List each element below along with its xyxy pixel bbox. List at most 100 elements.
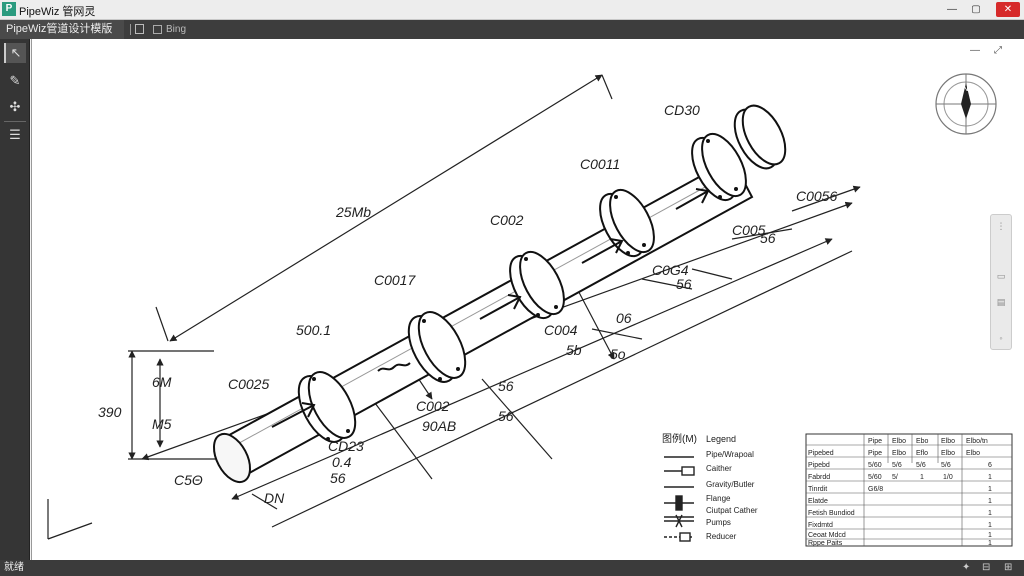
document-icon[interactable] [135,24,144,34]
label-c0017: C0017 [374,272,416,288]
status-text: 就绪 [4,562,24,573]
bom-cell: 5/6 [941,462,951,469]
legend-item-5: Ciutpat Cather [706,506,758,515]
maximize-button[interactable]: ▢ [971,4,981,15]
bom-cell: 5/6 [916,462,926,469]
bom-cell: Elbo [966,450,980,457]
bom-table: Pipe Elbo Ebo Elbo Elbo/tn Pipebed Pipe … [805,433,1013,547]
bom-cell: 1 [988,498,992,505]
title-bar: P PipeWiz 管网灵 — ▢ ✕ [0,0,1024,20]
flow-arrows [271,188,710,428]
bom-cell: 5/6 [892,462,902,469]
legend-item-2: Caither [706,464,732,473]
label-cd23: CD23 [328,438,364,454]
bom-cell: Rppe Paits [808,540,843,547]
bom-cell: Fabrdd [808,474,830,481]
bom-cell: 5/ [892,474,898,481]
bom-cell: 1/0 [943,474,953,481]
left-toolbar: ↖ ✎ ✣ ☰ [0,39,30,560]
legend-item-4: Flange [706,494,731,503]
isometric-pipe-drawing: 25Mb CD30 C0011 C002 C0017 500.1 C0025 C… [47,73,1013,547]
label-56-a: 56 [760,230,776,246]
overall-length-label: 25Mb [335,204,371,220]
window-title: PipeWiz 管网灵 [19,6,96,18]
legend-title: Legend [706,434,736,444]
bom-header-3: Ebo [916,438,929,445]
right-mini-panel: ⋮ ▭ ▤ ◦ [990,214,1012,350]
label-c5o: C5Θ [174,472,203,488]
bom-cell: Elbo [941,450,955,457]
legend-item-6: Pumps [706,518,731,527]
label-c004: C004 [544,322,578,338]
panel-page-icon[interactable]: ▭ [996,271,1006,281]
status-bar: 就绪 ✦ ⊟ ⊞ [0,560,1024,576]
label-c0011: C0011 [580,156,620,172]
label-c002-bottom: C002 [416,398,450,414]
flanges [297,104,787,443]
app-logo-icon: P [2,2,16,16]
bom-cell: Fixdmtd [808,522,833,529]
label-56-c: 56 [498,378,514,394]
bom-cell: 1 [988,510,992,517]
label-0-4: 0.4 [332,454,352,470]
bom-header-5: Elbo/tn [966,438,988,445]
label-c0056: C0056 [796,188,837,204]
canvas-expand-icon[interactable]: ⤢ [994,45,1002,56]
tab-divider [130,24,131,35]
bom-cell: Pipe [868,450,882,457]
bom-cell: 5/60 [868,474,882,481]
label-m5: M5 [152,416,172,432]
bom-cell: Tinrdit [808,486,827,493]
status-grid-icon[interactable]: ⊞ [1004,562,1013,573]
bom-cell: Elatde [808,498,828,505]
bom-cell: 1 [988,486,992,493]
drawing-canvas[interactable]: — ⤢ [31,39,1024,560]
tab-pipewiz-template[interactable]: PipeWiz管道设计模版 [0,20,124,39]
bom-cell: 1 [988,474,992,481]
fitting-tool-icon[interactable]: ✣ [9,99,21,114]
label-90ab: 90AB [422,418,456,434]
tab-bar: PipeWiz管道设计模版 Bing [0,20,1024,39]
panel-settings-icon[interactable]: ◦ [999,333,1003,343]
bom-cell: G6/8 [868,486,883,493]
legend-item-1: Pipe/Wrapoal [706,450,754,459]
label-5b: 5b [566,342,582,358]
label-c0g4: C0G4 [652,262,689,278]
label-c002-top: C002 [490,212,524,228]
bom-cell: Elbo [892,450,906,457]
layers-tool-icon[interactable]: ☰ [9,127,21,142]
panel-layer-icon[interactable]: ▤ [996,297,1006,307]
compass-rose[interactable]: N [935,73,997,135]
bom-cell: 1 [988,532,992,539]
status-settings-icon[interactable]: ✦ [962,562,971,573]
label-06: 06 [616,310,632,326]
bom-cell: 1 [988,522,992,529]
legend-symbols [664,456,695,542]
label-390: 390 [98,404,122,420]
toolbar-divider [4,121,26,122]
pipe-assembly[interactable] [207,99,794,488]
bom-header-2: Elbo [892,438,906,445]
bom-cell: Eflo [916,450,928,457]
bom-table-grid [806,434,1012,546]
compass-north-label: N [962,83,969,93]
bom-header-4: Elbo [941,438,955,445]
dimension-labels: 25Mb CD30 C0011 C002 C0017 500.1 C0025 C… [98,102,837,506]
dimension-lines [47,74,861,540]
pipe-tool-icon[interactable]: ✎ [9,73,21,88]
close-button[interactable]: ✕ [996,2,1020,17]
legend-title-label: 图例(M) [662,432,697,445]
panel-grip-icon[interactable]: ⋮ [996,221,1006,231]
bom-cell: Pipebd [808,462,830,469]
canvas-minimize-icon[interactable]: — [970,45,980,56]
bom-header-1: Pipe [868,438,882,445]
select-tool-icon[interactable]: ↖ [4,43,26,63]
status-layout-icon[interactable]: ⊟ [982,562,991,573]
minimize-button[interactable]: — [947,4,957,15]
tab-bing[interactable]: Bing [166,24,187,35]
label-5o: 5o [610,346,626,362]
label-56-e: 56 [330,470,346,486]
label-500-1: 500.1 [296,322,331,338]
legend-item-7: Reducer [706,532,737,541]
